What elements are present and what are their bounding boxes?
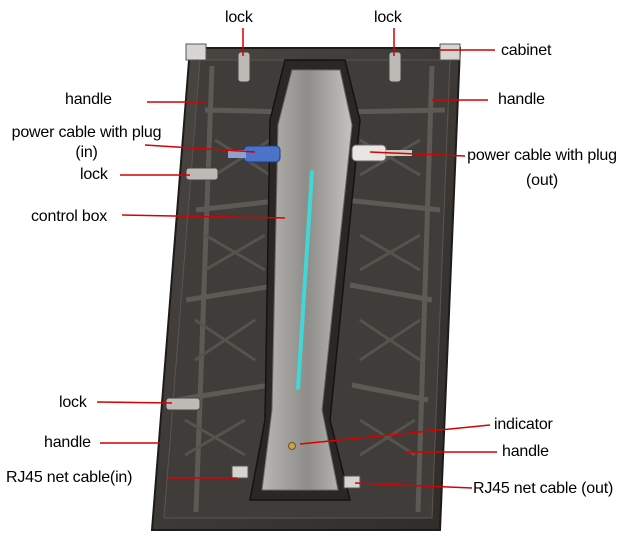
leader-indicator <box>299 424 491 445</box>
label-power-out-line1: power cable with plug <box>467 147 617 164</box>
lock-top-left-shape <box>237 51 251 83</box>
leader-control-box <box>121 214 286 219</box>
label-control-box: control box <box>31 208 108 225</box>
label-rj45-in: RJ45 net cable(in) <box>6 469 133 486</box>
label-handle-bottom-left: handle <box>44 434 91 451</box>
leader-rj45-out <box>354 482 473 489</box>
control-box-shape <box>249 59 361 501</box>
leader-lock-bottom-left <box>96 401 173 404</box>
label-handle-top-right: handle <box>498 91 545 108</box>
label-lock-top-left: lock <box>225 9 253 26</box>
rj45-out-shape <box>343 475 361 489</box>
label-lock-top-right: lock <box>374 9 402 26</box>
power-plug-in-shape <box>228 145 281 163</box>
label-handle-bottom-right: handle <box>502 443 549 460</box>
indicator-strip <box>296 170 314 390</box>
leader-power-out <box>369 151 466 157</box>
label-power-out-line2: (out) <box>526 172 558 189</box>
lock-top-right-shape <box>388 51 402 83</box>
label-lock-bottom-left: lock <box>59 394 87 411</box>
label-rj45-out: RJ45 net cable (out) <box>473 480 614 497</box>
rj45-in-shape <box>231 465 249 479</box>
label-cabinet: cabinet <box>501 42 552 59</box>
leader-power-in <box>144 144 256 153</box>
lock-mid-left-shape <box>185 167 219 181</box>
label-power-in-line2: (in) <box>75 144 98 161</box>
lock-bottom-left-shape <box>165 397 201 411</box>
label-power-in-line1: power cable with plug <box>11 124 162 141</box>
label-handle-top-left: handle <box>65 91 112 108</box>
indicator-light <box>288 442 296 450</box>
label-lock-mid-left: lock <box>80 166 108 183</box>
label-indicator: indicator <box>494 416 553 433</box>
leader-lines <box>96 28 497 489</box>
